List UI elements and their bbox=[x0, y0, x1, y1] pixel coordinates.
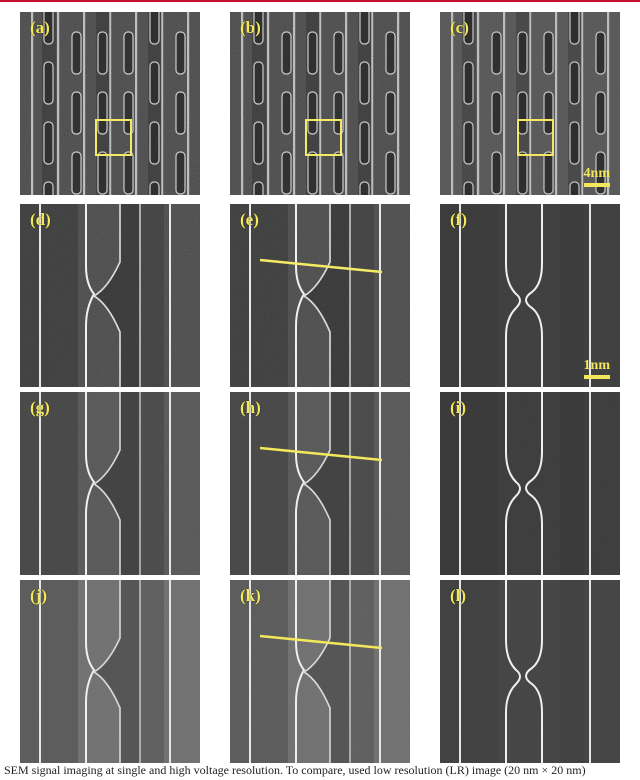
panel-g: (g) bbox=[20, 392, 200, 575]
panel-label-c: (c) bbox=[450, 18, 469, 37]
panel-c: (c) 4nm bbox=[440, 12, 620, 195]
scale-bar: 4nm bbox=[584, 166, 610, 187]
panel-i: (i) bbox=[440, 392, 620, 575]
panel-label-k: (k) bbox=[240, 586, 261, 605]
top-rule bbox=[0, 0, 640, 2]
panel-e: (e) bbox=[230, 204, 410, 387]
panel-l-image bbox=[440, 580, 620, 763]
panel-label-e: (e) bbox=[240, 210, 259, 229]
panel-k: (k) bbox=[230, 580, 410, 763]
panel-j-image bbox=[20, 580, 200, 763]
scale-bar-line bbox=[583, 183, 610, 187]
panel-k-image bbox=[230, 580, 410, 763]
panel-label-a: (a) bbox=[30, 18, 50, 37]
panel-label-i: (i) bbox=[450, 398, 467, 417]
panel-a-image bbox=[20, 12, 200, 195]
panel-e-image bbox=[230, 204, 410, 387]
scale-bar: 1nm bbox=[584, 358, 610, 379]
panel-label-b: (b) bbox=[240, 18, 261, 37]
panel-c-image bbox=[440, 12, 620, 195]
panel-f-image bbox=[440, 204, 620, 387]
panel-label-l: (l) bbox=[450, 586, 467, 605]
figure-caption: SEM signal imaging at single and high vo… bbox=[4, 763, 586, 777]
panel-label-j: (j) bbox=[30, 586, 47, 605]
panel-a: (a) bbox=[20, 12, 200, 195]
panel-l: (l) bbox=[440, 580, 620, 763]
scale-bar-label: 4nm bbox=[583, 166, 610, 181]
panel-i-image bbox=[440, 392, 620, 575]
scale-bar-label: 1nm bbox=[583, 358, 610, 373]
panel-b-image bbox=[230, 12, 410, 195]
panel-label-g: (g) bbox=[30, 398, 50, 417]
panel-h-image bbox=[230, 392, 410, 575]
panel-label-d: (d) bbox=[30, 210, 51, 229]
panel-g-image bbox=[20, 392, 200, 575]
panel-label-f: (f) bbox=[450, 210, 467, 229]
scale-bar-line bbox=[583, 375, 610, 379]
panel-j: (j) bbox=[20, 580, 200, 763]
panel-label-h: (h) bbox=[240, 398, 261, 417]
panel-h: (h) bbox=[230, 392, 410, 575]
panel-b: (b) bbox=[230, 12, 410, 195]
panel-d: (d) bbox=[20, 204, 200, 387]
panel-f: (f) 1nm bbox=[440, 204, 620, 387]
panel-d-image bbox=[20, 204, 200, 387]
